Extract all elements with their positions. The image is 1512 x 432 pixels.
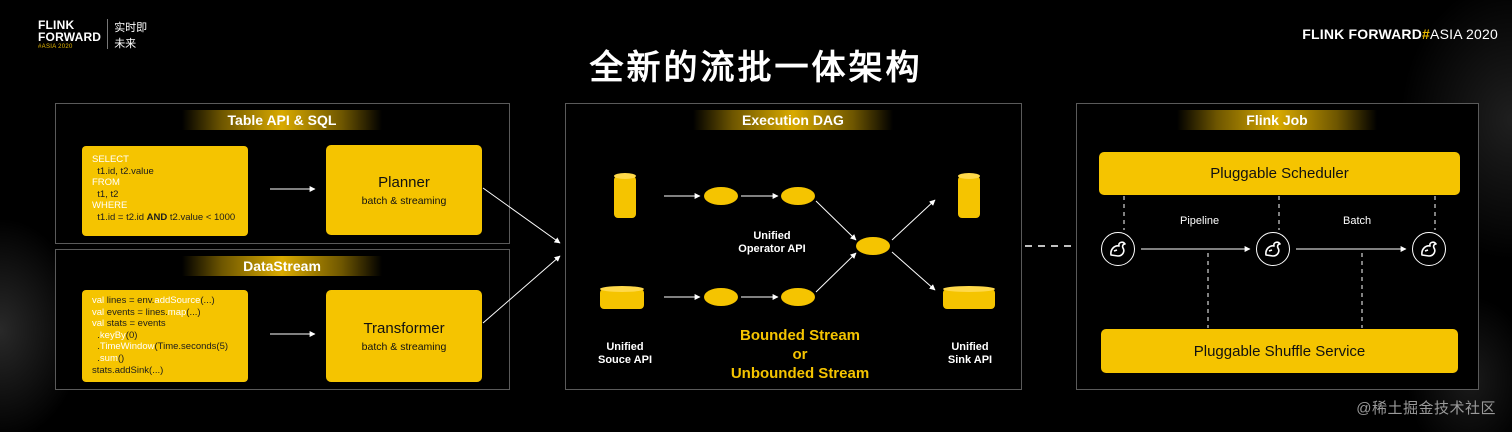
sink-line1: Unified: [951, 341, 989, 353]
ds-kw-val-1: val: [92, 295, 105, 306]
source-line2: Souce API: [598, 354, 652, 366]
datastream-panel: DataStream val lines = env.addSource(...…: [55, 249, 510, 390]
shuffle-label: Pluggable Shuffle Service: [1193, 342, 1366, 360]
logo-right-flink: FLINK: [1302, 26, 1349, 42]
logo-right-asia: ASIA 2020: [1430, 26, 1498, 42]
ds-l7: stats.addSink(...): [92, 364, 164, 376]
transformer-to-dag-arrow: [482, 255, 561, 324]
planner-to-dag-arrow: [482, 187, 561, 244]
scheduler-label: Pluggable Scheduler: [1210, 165, 1349, 182]
operator-node-join: [856, 237, 890, 255]
dag-edge-6: [815, 252, 857, 293]
ds-kw-val-2: val: [92, 306, 105, 318]
operator-node-bottom-1: [704, 288, 738, 306]
operator-node-bottom-2: [781, 288, 815, 306]
batch-label: Batch: [1343, 215, 1372, 227]
logo-sub: #ASIA 2020: [38, 44, 73, 50]
ds-l6-b: (): [117, 352, 125, 364]
logo-line-1: FLINK: [38, 18, 75, 32]
sink-cylinder-horizontal: [943, 286, 995, 309]
unified-op-line2: Operator API: [738, 243, 806, 255]
ds-l6-method: sum: [99, 352, 118, 364]
unified-op-line1: Unified: [753, 230, 791, 242]
transformer-box: Transformer batch & streaming: [326, 290, 482, 382]
dag-edge-5: [815, 200, 857, 241]
stream-line3: Unbounded Stream: [730, 365, 870, 382]
pluggable-shuffle-box: Pluggable Shuffle Service: [1101, 329, 1458, 373]
operator-node-top-1: [704, 187, 738, 205]
table-api-ribbon: Table API & SQL: [182, 110, 382, 130]
source-cylinder-vertical: [614, 173, 636, 218]
unified-operator-api-label: Unified Operator API: [712, 230, 832, 256]
dag-edge-8: [891, 251, 936, 291]
squirrel-icon: [1421, 241, 1437, 257]
ds-l2-method: map: [167, 306, 187, 318]
ds-kw-val-3: val: [92, 318, 105, 330]
pipeline-label: Pipeline: [1180, 215, 1220, 227]
stream-type-label: Bounded Stream or Unbounded Stream: [700, 326, 900, 383]
ds-l5-dot: .: [92, 341, 100, 353]
flink-forward-logo-left: FLINK FORWARD #ASIA 2020 实时即 未来: [38, 19, 147, 51]
sql-code-box: SELECT t1.id, t2.value FROM t1, t2 WHERE…: [82, 146, 248, 236]
ds-l5-method: TimeWindow: [99, 341, 155, 353]
planner-sub: batch & streaming: [361, 194, 447, 207]
squirrel-icon: [1265, 241, 1281, 257]
logo-divider: [107, 19, 109, 49]
source-cylinder-horizontal: [600, 286, 644, 309]
page-title: 全新的流批一体架构: [589, 49, 923, 87]
squirrel-icon: [1110, 241, 1126, 257]
task-node-3: [1412, 232, 1446, 266]
transformer-sub: batch & streaming: [361, 340, 447, 353]
datastream-ribbon: DataStream: [182, 256, 382, 276]
logo-cn-2: 未来: [114, 38, 137, 50]
pluggable-scheduler-box: Pluggable Scheduler: [1099, 152, 1460, 195]
stream-line2: or: [792, 346, 808, 363]
planner-box: Planner batch & streaming: [326, 145, 482, 235]
sink-line2: Sink API: [947, 354, 993, 366]
transformer-title: Transformer: [363, 319, 445, 337]
sql-kw-and: AND: [146, 211, 168, 223]
operator-node-top-2: [781, 187, 815, 205]
table-api-panel: Table API & SQL SELECT t1.id, t2.value F…: [55, 103, 510, 244]
ds-l6-dot: .: [92, 352, 100, 364]
execution-dag-ribbon: Execution DAG: [693, 110, 893, 130]
logo-line-2: FORWARD: [38, 30, 102, 44]
unified-source-api-label: Unified Souce API: [580, 341, 670, 367]
dag-edge-7: [891, 199, 936, 241]
watermark: @稀土掘金技术社区: [1356, 400, 1496, 417]
ds-l1-b: (...): [200, 295, 215, 306]
planner-title: Planner: [378, 173, 430, 191]
sink-cylinder-vertical: [958, 173, 980, 218]
flink-forward-logo-right: FLINK FORWARD#ASIA 2020: [1302, 26, 1498, 42]
logo-cn-1: 实时即: [114, 22, 148, 34]
ds-l1-a: lines = env.: [104, 295, 155, 306]
ds-l4-method: keyBy: [99, 329, 126, 341]
source-line1: Unified: [606, 341, 644, 353]
ds-l3-a: stats = events: [104, 318, 166, 330]
unified-sink-api-label: Unified Sink API: [925, 341, 1015, 367]
sql-kw-select: SELECT: [92, 154, 129, 165]
execution-dag-panel: Execution DAG: [565, 103, 1022, 390]
sql-cond-a: t1.id = t2.id: [97, 211, 147, 223]
sql-kw-from: FROM: [92, 177, 120, 188]
logo-right-hash: #: [1422, 26, 1431, 42]
ds-l1-method: addSource: [154, 295, 201, 306]
ds-l2-a: events = lines.: [104, 306, 168, 318]
sql-cond-b: t2.value < 1000: [167, 211, 236, 223]
task-node-1: [1101, 232, 1135, 266]
logo-right-forward: FORWARD: [1348, 26, 1423, 42]
ds-l4-dot: .: [92, 329, 100, 341]
sql-columns: t1.id, t2.value: [97, 165, 154, 177]
task-node-2: [1256, 232, 1290, 266]
sql-tables: t1, t2: [97, 188, 119, 200]
datastream-code-box: val lines = env.addSource(...) val event…: [82, 290, 248, 382]
stream-line1: Bounded Stream: [739, 327, 860, 344]
sql-kw-where: WHERE: [92, 200, 128, 211]
ds-l5-b: (Time.seconds(5): [154, 341, 229, 353]
flink-job-ribbon: Flink Job: [1177, 110, 1377, 130]
ds-l4-b: (0): [125, 329, 138, 341]
ds-l2-b: (...): [186, 306, 201, 318]
